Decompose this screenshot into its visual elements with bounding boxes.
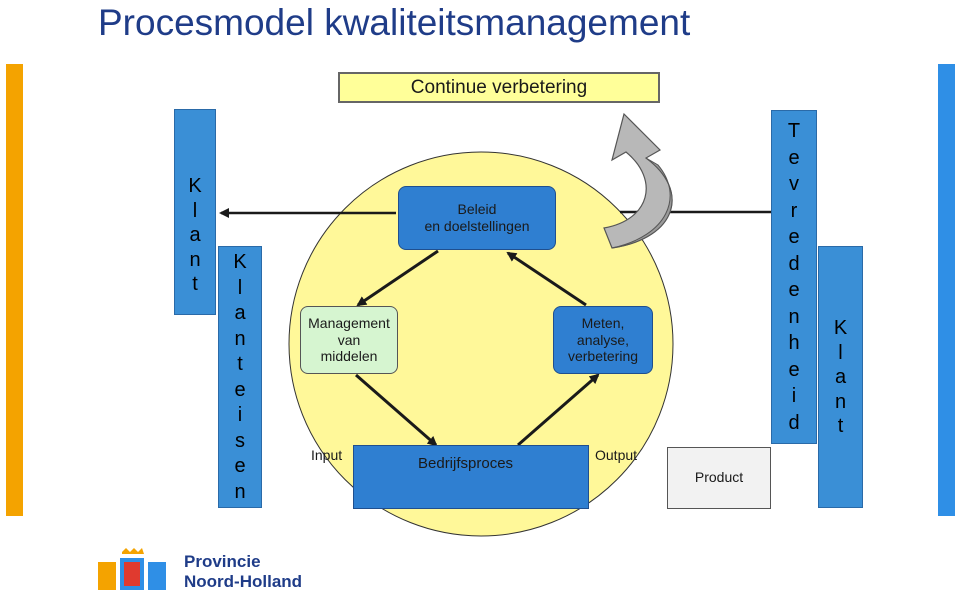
right-outer-letter: K bbox=[833, 317, 848, 339]
output-label: Output bbox=[595, 447, 638, 463]
left-inner-letter: a bbox=[234, 302, 246, 324]
right-inner-letter: T bbox=[787, 120, 801, 142]
arrow-management-to-proces bbox=[355, 373, 438, 447]
left-outer-letter: a bbox=[189, 224, 201, 246]
continuous-improvement-label: Continue verbetering bbox=[410, 76, 588, 98]
right-outer-letter: l bbox=[838, 341, 843, 364]
product-box: Product bbox=[667, 447, 771, 509]
right-inner-letter: r bbox=[790, 199, 798, 222]
node-meten-label: Meten, analyse, verbetering bbox=[567, 314, 639, 365]
right-inner-letter: d bbox=[788, 411, 800, 434]
input-label: Input bbox=[311, 447, 343, 463]
process-circle bbox=[288, 151, 674, 537]
node-bedrijfsproces bbox=[353, 445, 589, 509]
left-klant-panel bbox=[174, 109, 216, 315]
left-outer-letter: K bbox=[188, 175, 202, 197]
right-outer-letter: n bbox=[834, 390, 847, 413]
left-orange-bar bbox=[6, 64, 23, 516]
left-inner-letter: K bbox=[233, 251, 247, 273]
right-blue-bar bbox=[938, 64, 955, 516]
right-outer-letter: t bbox=[837, 415, 844, 437]
logo-line2: Noord-Holland bbox=[184, 572, 303, 591]
left-inner-letter: n bbox=[234, 327, 246, 350]
right-outer-letter: a bbox=[834, 366, 847, 388]
arrow-meten-to-beleid bbox=[506, 251, 587, 307]
left-outer-letter: l bbox=[192, 199, 198, 222]
right-inner-letter: v bbox=[789, 173, 799, 195]
node-beleid: Beleid en doelstellingen bbox=[398, 186, 556, 250]
provincie-logo: Provincie Noord-Holland bbox=[98, 548, 328, 592]
right-inner-letter: n bbox=[788, 305, 800, 328]
node-management-label: Management van middelen bbox=[308, 314, 390, 365]
feedback-arrow-icon bbox=[603, 112, 673, 249]
left-inner-letter: l bbox=[237, 276, 243, 299]
left-inner-letter: s bbox=[235, 429, 245, 452]
page-title: Procesmodel kwaliteitsmanagement bbox=[98, 2, 691, 43]
node-meten: Meten, analyse, verbetering bbox=[553, 306, 653, 374]
right-inner-letter: e bbox=[788, 226, 800, 248]
right-inner-letter: e bbox=[788, 279, 800, 301]
left-inner-letter: e bbox=[234, 378, 246, 401]
product-label: Product bbox=[694, 468, 744, 485]
left-inner-letter: n bbox=[234, 480, 246, 503]
provincie-crest-icon bbox=[98, 548, 166, 590]
right-inner-letter: i bbox=[791, 385, 797, 407]
right-tevredenheid-panel bbox=[771, 110, 817, 444]
left-inner-letter: t bbox=[237, 353, 243, 375]
right-inner-letter: e bbox=[788, 146, 800, 169]
left-klanteisen-panel bbox=[218, 246, 262, 508]
right-klant-panel bbox=[818, 246, 863, 508]
node-management: Management van middelen bbox=[300, 306, 398, 374]
right-inner-letter: e bbox=[788, 358, 800, 381]
left-outer-letter: n bbox=[189, 248, 201, 271]
node-beleid-label: Beleid en doelstellingen bbox=[424, 200, 530, 235]
arrow-beleid-to-management bbox=[356, 249, 439, 307]
left-inner-letter: e bbox=[234, 455, 246, 477]
right-inner-letter: h bbox=[788, 332, 800, 354]
arrow-proces-to-meten bbox=[517, 373, 600, 447]
node-bedrijfsproces-label: Bedrijfsproces bbox=[418, 455, 514, 472]
left-outer-letter: t bbox=[192, 273, 198, 295]
left-inner-letter: i bbox=[237, 404, 243, 426]
continuous-improvement-box: Continue verbetering bbox=[338, 72, 660, 103]
right-inner-letter: d bbox=[788, 252, 800, 275]
logo-line1: Provincie bbox=[184, 552, 261, 571]
